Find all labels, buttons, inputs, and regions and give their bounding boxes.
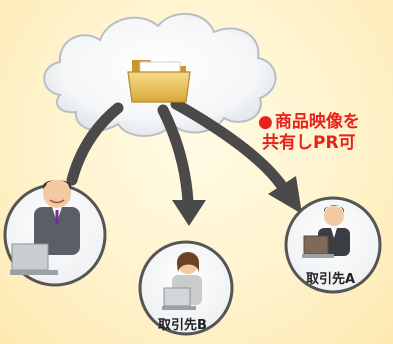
callout-bullet: ● <box>258 112 273 132</box>
laptop-icon <box>302 235 334 258</box>
person-icon <box>34 180 80 255</box>
arrow-to-partner-a <box>170 98 302 214</box>
callout-line-1: ●商品映像を <box>258 112 393 133</box>
arrow-to-partner-b <box>157 104 206 226</box>
partner-b <box>138 240 234 336</box>
partner-b-label: 取引先B <box>158 318 207 333</box>
callout-line-1-text: 商品映像を <box>274 112 360 132</box>
partner-a-label: 取引先A <box>306 272 356 287</box>
folder-icon <box>127 60 191 103</box>
callout-text: ●商品映像を 共有しPR可 <box>258 112 393 154</box>
user-self <box>3 180 107 287</box>
laptop-icon <box>162 287 196 310</box>
laptop-icon <box>10 243 58 275</box>
callout-line-2: 共有しPR可 <box>262 133 356 153</box>
arrow-to-left-user <box>66 102 124 186</box>
partner-a <box>284 196 382 294</box>
